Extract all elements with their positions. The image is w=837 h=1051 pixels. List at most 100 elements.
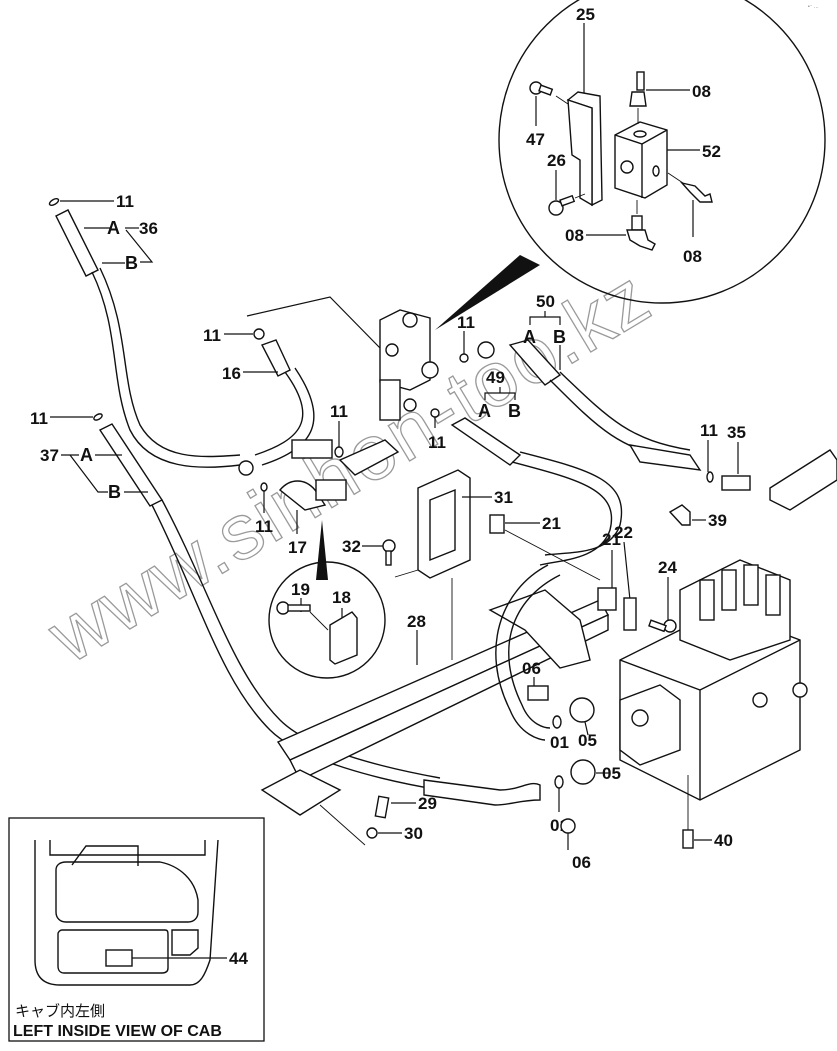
clamp-18 [329,611,358,665]
hose-16-fitting [261,339,291,377]
socket-bolt-06-a [527,685,549,701]
axis-19 [309,611,329,631]
axis-32 [394,569,419,578]
valve-block-52-port-top [633,130,647,138]
control-valve-port-1 [631,709,649,727]
label-a-50: A [523,327,536,347]
bolt-19-head [276,601,290,615]
callout-35: 35 [727,423,746,442]
o-ring-01-a [552,715,562,729]
callout-31: 31 [494,488,513,507]
callout-16: 16 [222,364,241,383]
support-28-foot [260,769,342,816]
control-valve [619,559,808,801]
callout-44: 44 [229,949,248,968]
callout-11-g: 11 [330,402,348,421]
hose-50-nut [477,341,495,359]
o-ring-11-h [260,482,268,492]
callout-32: 32 [342,537,361,556]
callout-47: 47 [526,130,545,149]
callout-21-a: 21 [542,514,561,533]
fitting-08-bottom [631,215,643,231]
pipe-17-elbow [279,480,327,511]
hose-16-line-b [261,367,315,466]
callout-39: 39 [708,511,727,530]
valve-block-52-edges [614,129,668,198]
adapter-40 [682,829,694,849]
label-b-49: B [508,401,521,421]
pipe-upper [338,439,400,476]
detail-pointer [435,255,540,330]
pilot-valve-port [403,398,417,412]
cab-window [55,861,199,923]
pilot-valve-bracket [379,379,401,421]
hose-49-line-b [519,451,623,556]
pilot-valve-plug [385,343,399,357]
label-b-37: B [108,482,121,502]
callout-08-bottom: 08 [565,226,584,245]
label-b-36: B [125,253,138,273]
control-valve-spool-3 [743,564,759,606]
axis-29-30 [319,804,366,846]
cab-lower-panel [57,929,169,974]
detail-circle-valve-block: 25 47 26 52 08 08 08 [435,0,826,330]
support-28: 28 [260,589,609,816]
fitting-08-top [629,91,647,107]
callout-21-b: 21 [602,530,621,549]
hose-37-line-a [151,504,441,791]
pilot-pipe-right [769,449,837,511]
inset-title-en: LEFT INSIDE VIEW OF CAB [13,1023,222,1040]
pipe-17-clamp [315,479,347,501]
detail-circle [498,0,826,304]
callout-11-c: 11 [30,409,48,428]
callout-06-b: 06 [572,853,591,872]
hose-49-fitting [450,417,522,466]
cab-handle [71,845,139,866]
socket-bolt-06-b [560,818,576,834]
bolt-26-head [548,200,564,216]
valve-block-52 [614,121,668,199]
axis-26 [574,193,586,199]
label-a-36: A [107,218,120,238]
callout-52: 52 [702,142,721,161]
hose-loop-a [495,564,549,741]
pilot-valve-elbow [421,361,439,379]
callout-26: 26 [547,151,566,170]
cab-door-top [49,840,206,856]
washer-30 [366,827,378,839]
hose-16-line-a [254,371,304,456]
hose-49-assembly: 49 A B [450,368,623,566]
bracket-31-inner [429,488,456,562]
o-ring-01-b [554,775,564,789]
axis-21-a [504,529,601,581]
callout-11-e: 11 [428,433,446,452]
callout-11-h: 11 [255,517,273,536]
split-flange-05-a [569,697,595,723]
clamp-21-a [489,514,505,534]
callout-30: 30 [404,824,423,843]
o-ring-11-a [48,197,60,207]
inset-title-jp: キャブ内左側 [15,1002,105,1020]
adapter-35 [721,475,751,491]
callout-49: 49 [486,368,505,387]
hose-16-assembly: 11 16 [203,296,381,476]
bracket-36 [125,229,154,263]
callout-28: 28 [407,612,426,631]
corner-mark: •⁻ … [808,4,819,10]
control-valve-spool-1 [699,579,715,621]
hose-36-line-b [99,267,241,458]
fitting-08-top-elbow [636,71,645,91]
hose-37-line-b [161,499,441,779]
dashed-link-16 [246,296,381,349]
bolt-32-head [382,539,396,553]
plate-22 [623,597,637,631]
callout-08-top: 08 [692,82,711,101]
bolt-32-shank [385,550,392,566]
callout-22: 22 [614,523,633,542]
detail-circle-small [268,561,386,679]
label-a-49: A [478,401,491,421]
callout-08-right: 08 [683,247,702,266]
valve-block-52-plug [620,160,634,174]
label-b-50: B [553,327,566,347]
